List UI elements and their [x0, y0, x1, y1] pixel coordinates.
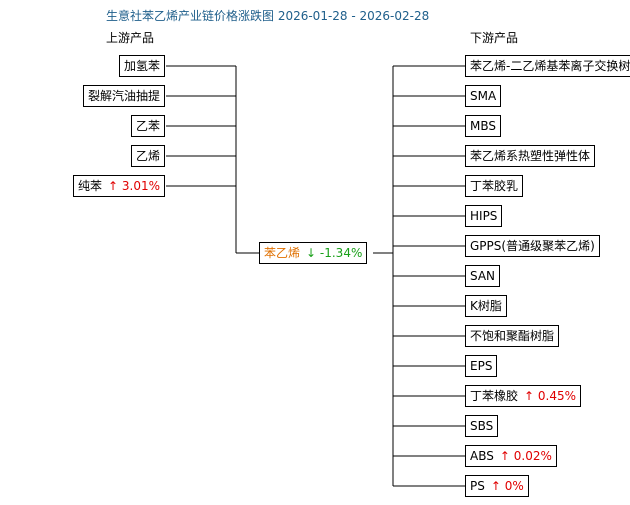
node-label: HIPS [470, 209, 498, 223]
change-value: -1.34% [319, 246, 363, 260]
node-label: ABS [470, 449, 494, 463]
node-label: 丁苯橡胶 [470, 389, 519, 403]
downstream-node-ps[interactable]: PS ↑ 0% [465, 475, 529, 497]
node-label: SMA [470, 89, 497, 103]
center-node-styrene[interactable]: 苯乙烯 ↓ -1.34% [259, 242, 368, 264]
node-label: PS [470, 479, 485, 493]
downstream-node-sma[interactable]: SMA [465, 85, 502, 107]
chart-title: 生意社苯乙烯产业链价格涨跌图 2026-01-28 - 2026-02-28 [106, 9, 430, 23]
downstream-node-hips[interactable]: HIPS [465, 205, 503, 227]
node-label: 裂解汽油抽提 [87, 89, 160, 103]
downstream-node-abs[interactable]: ABS ↑ 0.02% [465, 445, 557, 467]
node-label: MBS [470, 119, 496, 133]
up-arrow-icon: ↑ [524, 389, 535, 403]
node-label: 丁苯胶乳 [470, 179, 519, 193]
downstream-node-sbr[interactable]: 丁苯橡胶 ↑ 0.45% [465, 385, 582, 407]
node-label: 纯苯 [77, 179, 102, 193]
upstream-node-hydrogenated-benzene[interactable]: 加氢苯 [118, 55, 165, 77]
down-arrow-icon: ↓ [306, 246, 317, 260]
change-value: 0% [504, 479, 524, 493]
downstream-node-ion-exchange-resin[interactable]: 苯乙烯-二乙烯基苯离子交换树脂 [465, 55, 630, 77]
upstream-node-ethylbenzene[interactable]: 乙苯 [130, 115, 165, 137]
upstream-label: 上游产品 [106, 31, 155, 45]
up-arrow-icon: ↑ [107, 179, 119, 193]
node-label: K树脂 [470, 299, 502, 313]
downstream-node-sbs[interactable]: SBS [465, 415, 499, 437]
downstream-node-sb-latex[interactable]: 丁苯胶乳 [465, 175, 524, 197]
change-value: 0.02% [513, 449, 552, 463]
change-value: 0.45% [537, 389, 577, 403]
downstream-node-mbs[interactable]: MBS [465, 115, 501, 137]
node-label: GPPS(普通级聚苯乙烯) [470, 239, 595, 253]
downstream-node-gpps[interactable]: GPPS(普通级聚苯乙烯) [465, 235, 600, 257]
node-label: 乙苯 [135, 119, 160, 133]
node-label: SAN [470, 269, 496, 283]
node-label: 苯乙烯-二乙烯基苯离子交换树脂 [470, 59, 630, 73]
center-label: 苯乙烯 [264, 246, 301, 260]
downstream-node-tpe[interactable]: 苯乙烯系热塑性弹性体 [465, 145, 596, 167]
node-label: EPS [470, 359, 493, 373]
node-label: 不饱和聚酯树脂 [470, 329, 555, 343]
node-label: SBS [470, 419, 494, 433]
upstream-node-ethylene[interactable]: 乙烯 [130, 145, 165, 167]
downstream-node-eps[interactable]: EPS [465, 355, 498, 377]
upstream-node-pyrolysis-gasoline[interactable]: 裂解汽油抽提 [82, 85, 165, 107]
downstream-node-san[interactable]: SAN [465, 265, 501, 287]
downstream-node-k-resin[interactable]: K树脂 [465, 295, 507, 317]
change-value: 3.01% [121, 179, 160, 193]
downstream-node-unsaturated-polyester[interactable]: 不饱和聚酯树脂 [465, 325, 560, 347]
upstream-node-benzene[interactable]: 纯苯 ↑ 3.01% [72, 175, 165, 197]
node-label: 乙烯 [135, 149, 160, 163]
downstream-label: 下游产品 [470, 31, 519, 45]
up-arrow-icon: ↑ [499, 449, 510, 463]
up-arrow-icon: ↑ [490, 479, 501, 493]
node-label: 苯乙烯系热塑性弹性体 [470, 149, 591, 163]
node-label: 加氢苯 [123, 59, 160, 73]
